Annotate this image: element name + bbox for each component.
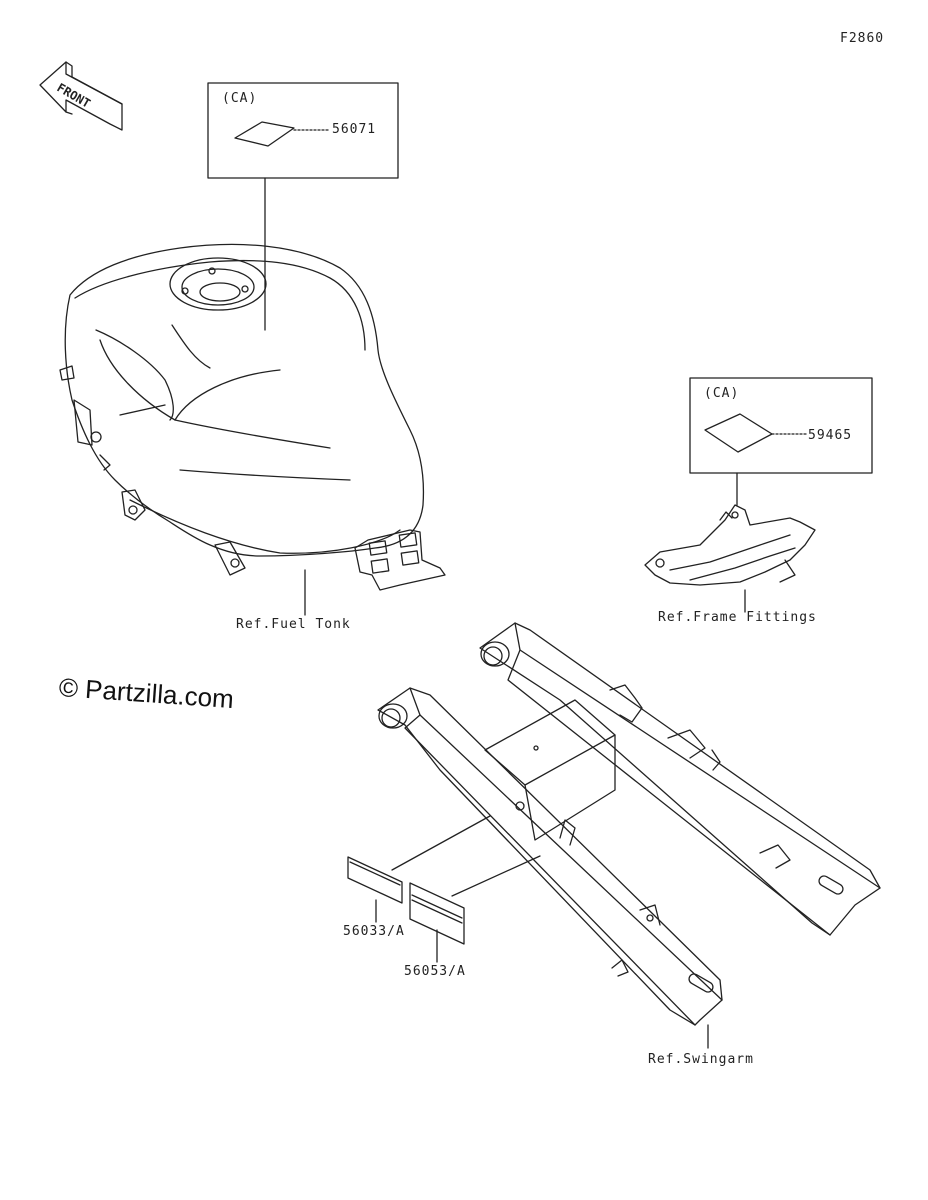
part-number-56033[interactable]: 56033/A [343,924,405,939]
tank-bracket-icon [354,529,446,591]
frame-fitting-icon [644,504,816,613]
fuel-tank-icon [59,243,446,616]
part-number-56071[interactable]: 56071 [332,122,377,137]
ref-swingarm: Ref.Swingarm [648,1052,754,1067]
frame-region-label: (CA) [704,386,740,401]
frame-callout-box [689,377,873,506]
part-number-56053[interactable]: 56053/A [404,964,466,979]
front-arrow-icon: FRONT [39,61,123,131]
label-56033-icon [347,815,491,923]
label-56071-icon [234,121,295,147]
part-number-59465[interactable]: 59465 [808,428,853,443]
label-59465-icon [704,413,773,453]
tank-region-label: (CA) [222,91,258,106]
swingarm-icon [377,622,881,1049]
tank-callout-box [207,82,399,331]
figure-code: F2860 [840,31,885,46]
fuel-cap-icon [169,257,267,311]
label-56053-icon [409,855,541,963]
ref-frame-fittings: Ref.Frame Fittings [658,610,817,625]
ref-fuel-tank: Ref.Fuel Tonk [236,617,351,632]
